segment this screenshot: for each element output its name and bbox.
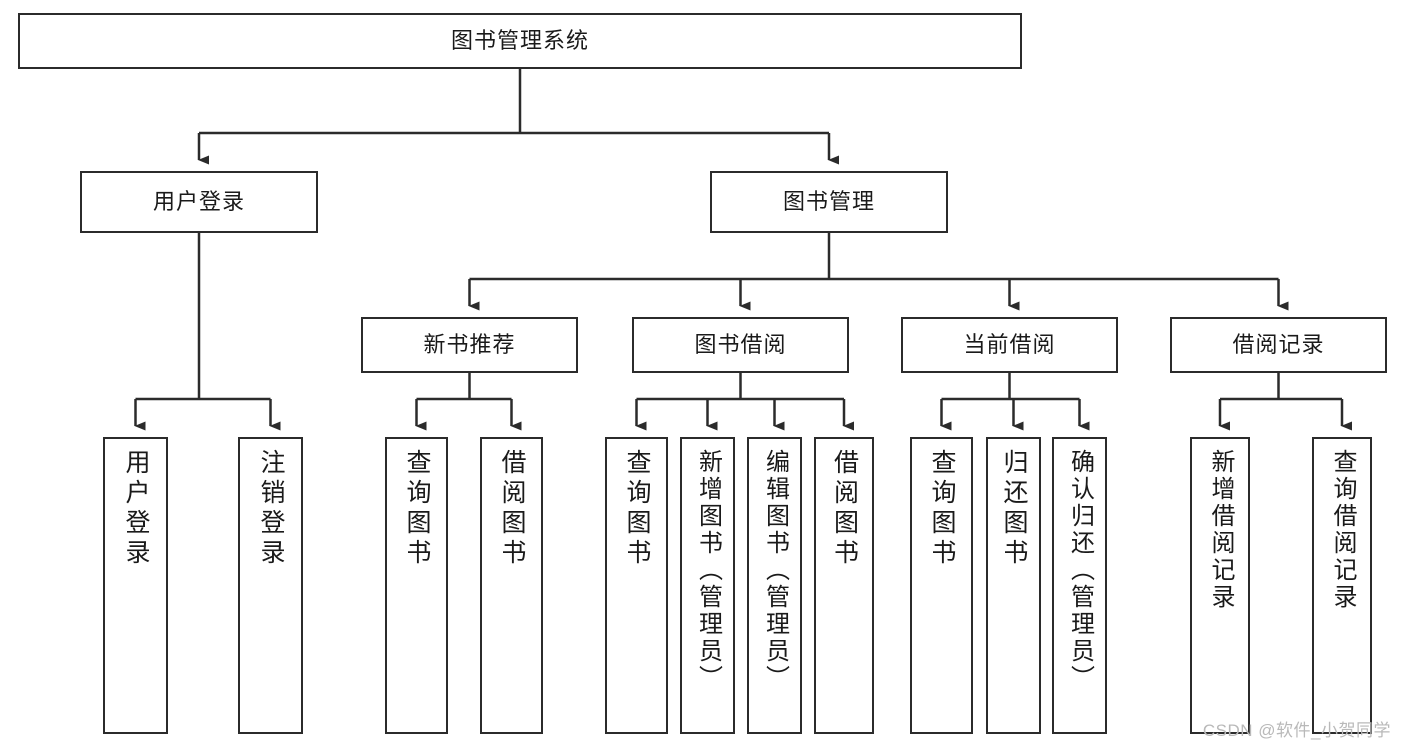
node-label: 新书推荐 [423,332,516,358]
node-label: 查询图书 [403,449,431,569]
node-label: 查询图书 [623,449,651,569]
node-label: 图书管理 [782,189,875,215]
node-label: 用户登录 [152,189,245,215]
node-label: 查询图书 [928,449,956,569]
node-label: 确认归还（管理员） [1066,449,1094,692]
node-leaf-edit-book[interactable]: 编辑图书（管理员） [747,437,802,734]
node-label: 新增图书（管理员） [694,449,722,692]
node-leaf-borrow-book-2[interactable]: 借阅图书 [814,437,874,734]
node-label: 编辑图书（管理员） [761,449,789,692]
node-book-mgmt[interactable]: 图书管理 [710,171,948,233]
node-root[interactable]: 图书管理系统 [18,13,1022,69]
node-label: 查询借阅记录 [1329,449,1356,611]
node-leaf-return-book[interactable]: 归还图书 [986,437,1041,734]
node-label: 图书管理系统 [450,28,589,54]
node-label: 当前借阅 [963,332,1056,358]
connector-lines [134,69,1352,431]
node-user-login[interactable]: 用户登录 [80,171,318,233]
node-label: 借阅图书 [498,449,526,569]
node-label: 用户登录 [122,449,150,569]
node-leaf-query-book-1[interactable]: 查询图书 [385,437,448,734]
node-borrow-record[interactable]: 借阅记录 [1170,317,1387,373]
node-book-borrow[interactable]: 图书借阅 [632,317,849,373]
node-leaf-confirm-return[interactable]: 确认归还（管理员） [1052,437,1107,734]
node-current-borrow[interactable]: 当前借阅 [901,317,1118,373]
node-label: 借阅记录 [1232,332,1325,358]
node-leaf-user-login[interactable]: 用户登录 [103,437,168,734]
node-leaf-borrow-book-1[interactable]: 借阅图书 [480,437,543,734]
node-label: 借阅图书 [830,449,859,569]
node-leaf-user-logout[interactable]: 注销登录 [238,437,303,734]
node-leaf-add-record[interactable]: 新增借阅记录 [1190,437,1250,734]
node-leaf-query-record[interactable]: 查询借阅记录 [1312,437,1372,734]
node-leaf-query-book-3[interactable]: 查询图书 [910,437,973,734]
node-label: 归还图书 [1000,449,1028,569]
node-label: 图书借阅 [694,332,787,358]
node-leaf-add-book[interactable]: 新增图书（管理员） [680,437,735,734]
node-label: 新增借阅记录 [1207,449,1234,611]
node-leaf-query-book-2[interactable]: 查询图书 [605,437,668,734]
node-new-book-rec[interactable]: 新书推荐 [361,317,578,373]
node-label: 注销登录 [257,449,285,569]
